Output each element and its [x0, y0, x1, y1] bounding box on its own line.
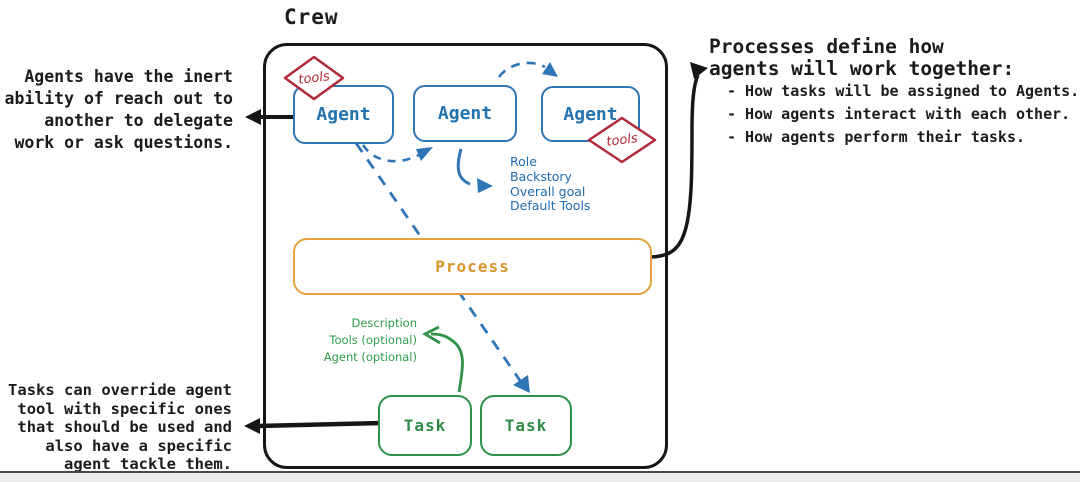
task-node-1: Task [378, 395, 472, 456]
dashed-arrow-agent1-agent2 [361, 144, 420, 163]
dashed-arrow-agent1-agent2-head [416, 147, 433, 161]
process-bullet-3: - How agents perform their tasks. [727, 128, 1026, 146]
task-node-1-label: Task [403, 416, 447, 435]
annotation-processes-bullets: - How tasks will be assigned to Agents. … [727, 84, 1079, 153]
crew-container [263, 43, 668, 469]
tools-badge-2-label: tools [605, 130, 639, 150]
arrow-task1-attributes [430, 332, 464, 393]
crew-title: Crew [284, 5, 339, 29]
connector-process-to-note [647, 74, 700, 259]
task-node-2: Task [480, 395, 572, 456]
dashed-arrow-agent2-agent3-head [542, 62, 558, 77]
task-attributes: Description Tools (optional) Agent (opti… [323, 316, 417, 364]
arrow-agent2-attributes-head [477, 178, 493, 193]
tools-diamond-icon [587, 116, 657, 164]
process-node-label: Process [435, 257, 510, 276]
agent-node-2: Agent [413, 85, 517, 142]
process-node: Process [293, 238, 652, 295]
connector-process-head [690, 62, 708, 79]
process-bullet-2: - How agents interact with each other. [727, 105, 1071, 123]
tools-diamond-icon [283, 55, 345, 101]
process-bullet-1: - How tasks will be assigned to Agents. [727, 82, 1080, 100]
agent-node-2-label: Agent [437, 103, 493, 124]
arrow-left-bottom-head [244, 418, 260, 434]
screenshot-bottom-edge [0, 471, 1080, 482]
tools-badge-1-label: tools [297, 68, 331, 88]
tools-badge-2: tools [584, 115, 660, 165]
dashed-arrow-agent2-agent3 [497, 61, 546, 78]
arrow-left-bottom-line [257, 420, 385, 429]
arrow-left-top-head [245, 109, 261, 125]
annotation-tasks-override: Tasks can override agent tool with speci… [8, 381, 232, 474]
task-node-2-label: Task [504, 416, 548, 435]
arrow-agent2-attributes [456, 148, 471, 186]
annotation-processes-heading: Processes define how agents will work to… [709, 35, 1015, 80]
dashed-arrow-agent1-task2-head [513, 375, 530, 393]
tools-badge-1: tools [280, 54, 348, 102]
arrow-task1-attributes-head [422, 325, 441, 345]
agent-node-3-label: Agent [563, 103, 618, 125]
agent-attributes: Role Backstory Overall goal Default Tool… [510, 154, 591, 214]
agent-node-1-label: Agent [316, 104, 371, 125]
annotation-agents-delegate: Agents have the inert ability of reach o… [4, 67, 233, 152]
